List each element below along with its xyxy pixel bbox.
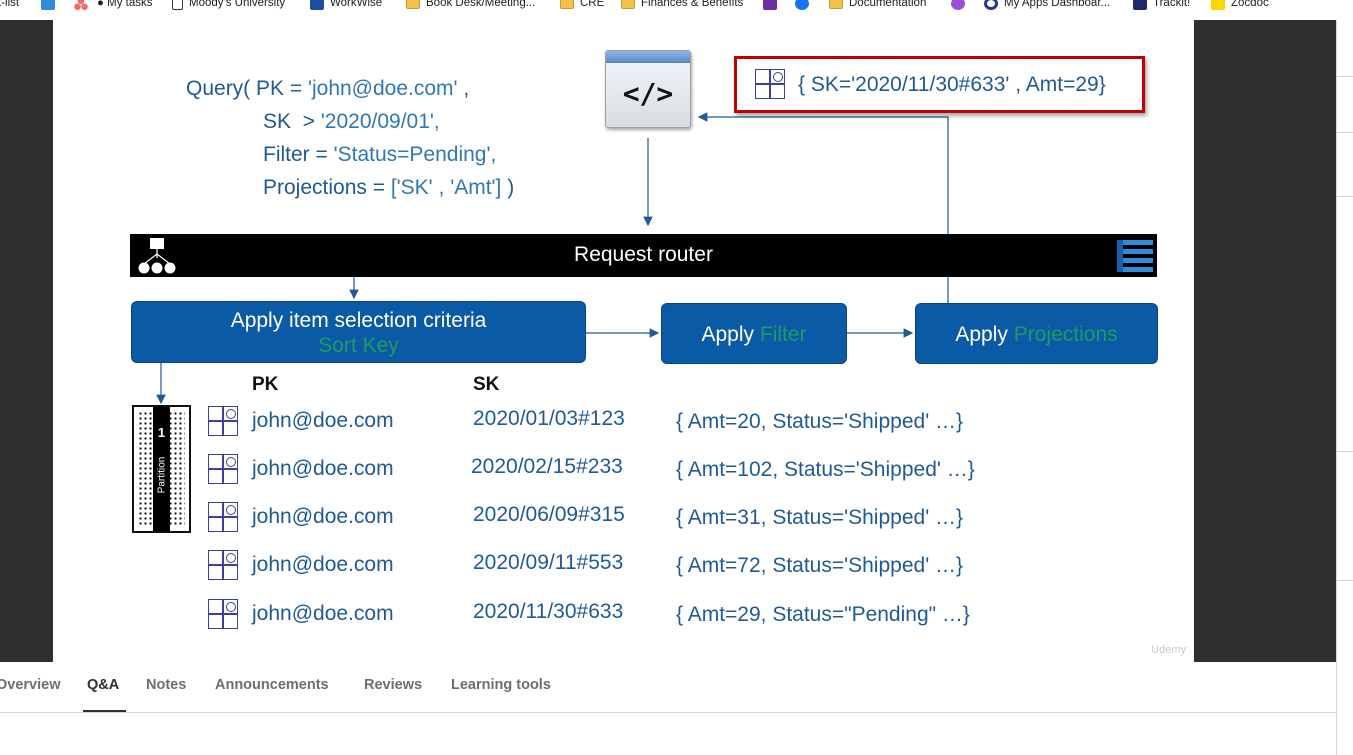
query-line-1: Query( PK = 'john@doe.com' , xyxy=(186,77,470,100)
apply-selection-criteria-box: Apply item selection criteria Sort Key xyxy=(131,301,586,363)
zocdoc-icon xyxy=(1211,0,1225,10)
hierarchy-icon xyxy=(138,238,176,274)
lecture-slide: Query( PK = 'john@doe.com' , SK > '2020/0… xyxy=(53,20,1194,662)
row-pk: john@doe.com xyxy=(252,602,394,625)
udemy-watermark: Udemy xyxy=(1151,644,1186,656)
doc-icon xyxy=(172,0,183,10)
video-player[interactable]: Query( PK = 'john@doe.com' , SK > '2020/0… xyxy=(0,20,1336,662)
partition-number: 1 xyxy=(157,425,166,440)
query-line-2: SK > '2020/09/01', xyxy=(263,110,440,133)
sk-column-header: SK xyxy=(473,374,500,395)
item-icon xyxy=(208,599,239,630)
bookmark-app-1[interactable] xyxy=(763,0,777,11)
window-titlebar xyxy=(606,51,690,63)
tab-overview[interactable]: Overview xyxy=(0,677,61,693)
folder-icon xyxy=(560,0,574,9)
item-icon xyxy=(208,454,239,485)
folder-icon xyxy=(621,0,635,9)
row-sk: 2020/09/11#553 xyxy=(473,551,624,574)
okta-icon xyxy=(984,0,998,10)
asana-icon xyxy=(74,0,88,10)
active-tab-indicator xyxy=(83,710,126,712)
folder-icon xyxy=(829,0,843,9)
row-pk: john@doe.com xyxy=(252,553,394,576)
tab-reviews[interactable]: Reviews xyxy=(364,677,423,693)
query-result-text: { SK='2020/11/30#633' , Amt=29} xyxy=(798,72,1106,96)
row-attributes: { Amt=31, Status='Shipped' …} xyxy=(676,506,964,529)
row-attributes: { Amt=102, Status='Shipped' …} xyxy=(676,458,975,481)
bookmark-app-2[interactable] xyxy=(951,0,965,11)
app-icon xyxy=(763,0,777,10)
bookmark-workwise[interactable]: WorkWise xyxy=(310,0,382,11)
request-router-label: Request router xyxy=(574,243,713,266)
item-icon xyxy=(208,550,239,581)
bookmark-finances[interactable]: Finances & Benefits xyxy=(621,0,743,11)
query-result-box: { SK='2020/11/30#633' , Amt=29} xyxy=(734,56,1145,113)
partition-icon: 1 Partition xyxy=(132,405,191,533)
row-attributes: { Amt=29, Status="Pending" …} xyxy=(676,603,970,626)
code-symbol: </> xyxy=(622,77,674,110)
item-icon xyxy=(208,502,239,533)
row-pk: john@doe.com xyxy=(252,409,394,432)
item-icon xyxy=(755,69,786,100)
item-icon xyxy=(208,406,239,437)
bookmark-moodys-university[interactable]: Moody's University xyxy=(172,0,285,11)
bookmark-documentation[interactable]: Documentation xyxy=(829,0,926,11)
item-row: john@doe.com 2020/09/11#553 { Amt=72, St… xyxy=(208,550,963,584)
globe-icon xyxy=(795,0,809,10)
application-code-icon: </> xyxy=(605,50,691,128)
folder-icon xyxy=(406,0,420,9)
item-row: john@doe.com 2020/11/30#633 { Amt=29, St… xyxy=(208,599,970,633)
bookmark-zocdoc[interactable]: Zocdoc xyxy=(1211,0,1269,11)
row-sk: 2020/02/15#233 xyxy=(471,455,623,478)
pk-column-header: PK xyxy=(252,374,279,395)
bookmark-cre[interactable]: CRE xyxy=(560,0,604,11)
bookmark-asana[interactable] xyxy=(74,0,88,11)
row-sk: 2020/01/03#123 xyxy=(473,407,625,430)
query-text: Query( PK = 'john@doe.com' , SK > '2020/0… xyxy=(186,72,514,204)
tab-qa[interactable]: Q&A xyxy=(87,677,120,693)
list-icon xyxy=(1117,240,1153,272)
trackit-icon xyxy=(1133,0,1147,10)
apply-projections-box: Apply Projections xyxy=(915,303,1158,364)
row-attributes: { Amt=20, Status='Shipped' …} xyxy=(676,410,964,433)
tab-learning-tools[interactable]: Learning tools xyxy=(451,677,551,693)
course-tabs: Overview Q&A Notes Announcements Reviews… xyxy=(0,662,1336,713)
row-sk: 2020/11/30#633 xyxy=(473,600,624,623)
bookmark-globe[interactable] xyxy=(795,0,809,11)
bookmark-t-list[interactable]: t-list xyxy=(0,0,20,9)
row-sk: 2020/06/09#315 xyxy=(473,503,625,526)
bookmark-calendar[interactable] xyxy=(41,0,55,11)
row-attributes: { Amt=72, Status='Shipped' …} xyxy=(676,554,964,577)
apply-filter-box: Apply Filter xyxy=(661,303,847,364)
apply-selection-label: Apply item selection criteria xyxy=(230,309,487,332)
bookmark-book-desk[interactable]: Book Desk/Meeting... xyxy=(406,0,535,11)
bookmarks-bar: t-list ● My tasks Moody's University Wor… xyxy=(0,0,1353,20)
workwise-icon xyxy=(310,0,324,10)
tab-notes[interactable]: Notes xyxy=(146,677,187,693)
item-row: john@doe.com 2020/06/09#315 { Amt=31, St… xyxy=(208,502,963,536)
partition-label: Partition xyxy=(156,456,168,494)
bookmark-trackit[interactable]: Trackit! xyxy=(1133,0,1190,11)
course-content-sidebar-edge[interactable] xyxy=(1336,20,1353,755)
row-pk: john@doe.com xyxy=(252,505,394,528)
sort-key-label: Sort Key xyxy=(318,334,399,357)
bookmark-my-tasks[interactable]: ● My tasks xyxy=(97,0,153,9)
item-row: john@doe.com 2020/02/15#233 { Amt=102, S… xyxy=(208,454,975,488)
bookmark-my-apps[interactable]: My Apps Dashboar... xyxy=(984,0,1110,11)
tab-announcements[interactable]: Announcements xyxy=(215,677,329,693)
query-line-4: Projections = ['SK' , 'Amt'] ) xyxy=(263,176,515,199)
request-router-bar: Request router xyxy=(130,234,1157,277)
calendar-icon xyxy=(41,0,55,10)
row-pk: john@doe.com xyxy=(252,457,394,480)
app-icon xyxy=(951,0,965,10)
item-row: john@doe.com 2020/01/03#123 { Amt=20, St… xyxy=(208,406,963,440)
query-line-3: Filter = 'Status=Pending', xyxy=(263,143,497,166)
